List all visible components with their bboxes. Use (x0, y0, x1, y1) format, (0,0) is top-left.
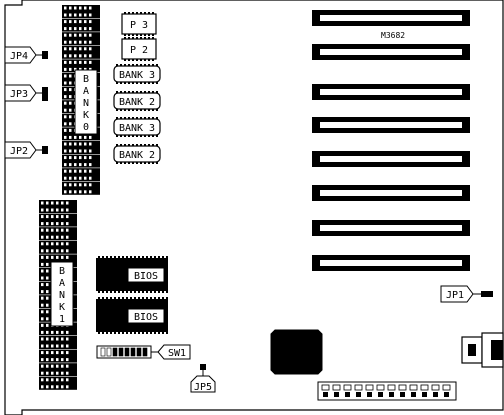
expansion-slot (312, 10, 470, 26)
memory-chip (62, 181, 100, 195)
memory-chip (39, 240, 77, 254)
bios-chip: BIOS (96, 297, 168, 334)
memory-chip (62, 141, 100, 154)
expansion-slot (312, 255, 470, 271)
memory-chip (39, 227, 77, 241)
expansion-slots (312, 10, 470, 271)
svg-text:P 2: P 2 (130, 45, 148, 56)
bank-2-chip: BANK 2 (113, 91, 161, 111)
bank1-letter: B (59, 266, 65, 277)
bank0-letter: 0 (83, 122, 89, 133)
svg-text:JP4: JP4 (10, 51, 28, 62)
bios-chip: BIOS (96, 256, 168, 293)
memory-chip (62, 59, 100, 73)
p3-socket: P 3 (121, 12, 157, 36)
expansion-slot (312, 117, 470, 133)
jumper-jp2: JP2 (4, 141, 48, 159)
p2-socket: P 2 (121, 37, 157, 61)
memory-chip (62, 32, 100, 46)
bank0-letter: A (83, 86, 89, 97)
expansion-slot (312, 84, 470, 100)
bank-3-chip: BANK 3 (113, 64, 161, 84)
bank-2-chip: BANK 2 (113, 144, 161, 164)
svg-text:BIOS: BIOS (134, 271, 158, 282)
memory-chip (62, 154, 100, 168)
svg-text:BANK 2: BANK 2 (119, 97, 155, 108)
memory-chip (62, 18, 100, 32)
memory-chip (39, 336, 77, 349)
expansion-slot (312, 44, 470, 60)
expansion-slot (312, 185, 470, 201)
memory-chip (39, 200, 77, 213)
bank-1-label: B A N K 1 (50, 261, 74, 327)
bank-0-label: B A N K 0 (74, 69, 98, 135)
bank-3-chip: BANK 3 (113, 117, 161, 137)
svg-text:JP1: JP1 (446, 290, 464, 301)
bank0-letter: K (83, 110, 89, 121)
cpu-chip (270, 329, 323, 375)
svg-text:JP3: JP3 (10, 89, 28, 100)
memory-chip (62, 5, 100, 18)
memory-chip (39, 213, 77, 227)
bank1-letter: 1 (59, 314, 65, 325)
bank1-letter: K (59, 302, 65, 313)
bank1-letter: N (59, 290, 65, 301)
memory-chip (62, 168, 100, 182)
svg-text:BIOS: BIOS (134, 312, 158, 323)
jumper-jp3: JP3 (4, 84, 48, 102)
svg-text:JP5: JP5 (194, 382, 212, 393)
memory-chip (62, 45, 100, 59)
memory-chip (39, 376, 77, 390)
bank0-letter: N (83, 98, 89, 109)
svg-text:BANK 3: BANK 3 (119, 123, 155, 134)
power-connector (317, 381, 457, 401)
expansion-slot (312, 220, 470, 236)
svg-text:SW1: SW1 (168, 348, 186, 359)
expansion-slot (312, 151, 470, 167)
jumper-jp1: JP1 (440, 285, 493, 303)
svg-text:JP2: JP2 (10, 146, 28, 157)
dip-switch-sw1: SW1 (96, 344, 191, 360)
memory-chip (39, 349, 77, 363)
bank0-letter: B (83, 74, 89, 85)
model-label: M3682 (381, 31, 405, 40)
memory-chip (39, 363, 77, 377)
svg-text:BANK 3: BANK 3 (119, 70, 155, 81)
svg-text:BANK 2: BANK 2 (119, 150, 155, 161)
bank1-letter: A (59, 278, 65, 289)
board-outline (4, 0, 504, 415)
keyboard-connector (461, 332, 504, 368)
svg-text:P 3: P 3 (130, 20, 148, 31)
jumper-jp4: JP4 (4, 46, 48, 64)
jumper-jp5: JP5 (190, 364, 216, 393)
